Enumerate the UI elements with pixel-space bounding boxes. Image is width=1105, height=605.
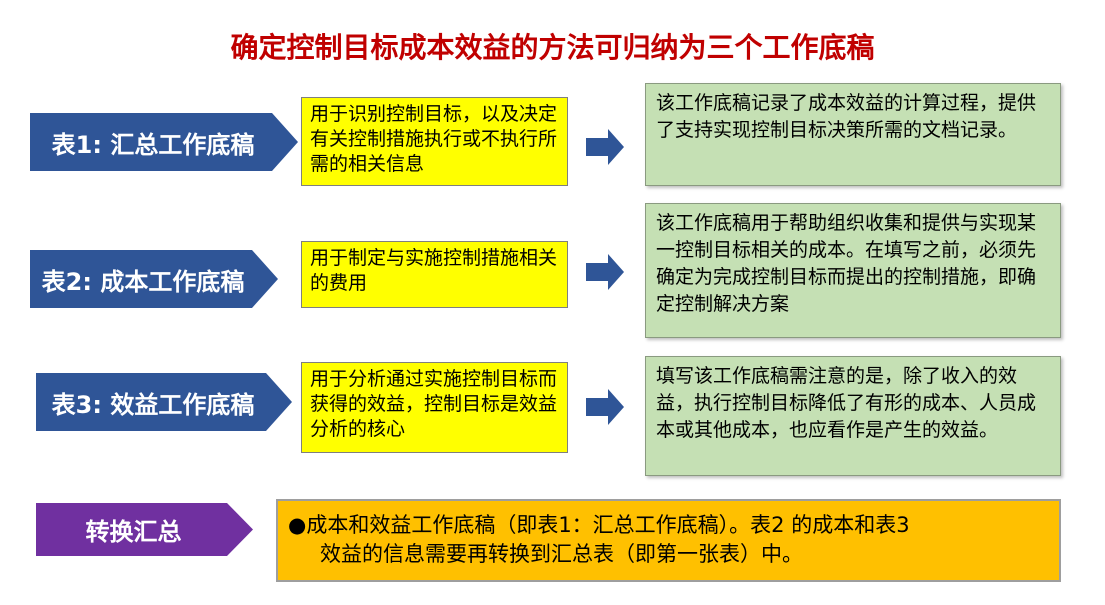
row-3-description-box: 填写该工作底稿需注意的是，除了收入的效益，执行控制目标降低了有形的成本、人员成本… (645, 356, 1061, 476)
row-2-label-text: 表2: 成本工作底稿 (41, 267, 245, 296)
row-1-purpose-text: 用于识别控制目标，以及决定有关控制措施执行或不执行所需的相关信息 (310, 103, 558, 175)
row-2-purpose-box: 用于制定与实施控制措施相关的费用 (301, 241, 568, 308)
page-title: 确定控制目标成本效益的方法可归纳为三个工作底稿 (230, 31, 875, 64)
row-1-arrow-icon (586, 129, 624, 165)
row-2-description-text: 该工作底稿用于帮助组织收集和提供与实现某一控制目标相关的成本。在填写之前，必须先… (656, 212, 1037, 315)
conversion-text-line-2: 效益的信息需要再转换到汇总表（即第一张表）中。 (320, 542, 803, 566)
row-1-label: 表1: 汇总工作底稿 (30, 113, 298, 171)
row-3-arrow-icon (586, 389, 624, 425)
row-3-description-text: 填写该工作底稿需注意的是，除了收入的效益，执行控制目标降低了有形的成本、人员成本… (656, 365, 1037, 441)
row-3-purpose-box: 用于分析通过实施控制目标而获得的效益，控制目标是效益分析的核心 (301, 362, 568, 453)
row-2-purpose-text: 用于制定与实施控制措施相关的费用 (310, 247, 558, 294)
row-1-purpose-box: 用于识别控制目标，以及决定有关控制措施执行或不执行所需的相关信息 (301, 97, 568, 186)
row-1-description-box: 该工作底稿记录了成本效益的计算过程，提供了支持实现控制目标决策所需的文档记录。 (645, 83, 1061, 186)
conversion-text-line-1: ●成本和效益工作底稿（即表1：汇总工作底稿）。表2 的成本和表3 (288, 513, 910, 537)
row-2-arrow-icon (586, 254, 624, 290)
row-1-description-text: 该工作底稿记录了成本效益的计算过程，提供了支持实现控制目标决策所需的文档记录。 (656, 92, 1037, 141)
row-1-label-text: 表1: 汇总工作底稿 (51, 130, 255, 159)
row-3-purpose-text: 用于分析通过实施控制目标而获得的效益，控制目标是效益分析的核心 (310, 368, 558, 440)
conversion-label: 转换汇总 (36, 503, 253, 556)
row-2-description-box: 该工作底稿用于帮助组织收集和提供与实现某一控制目标相关的成本。在填写之前，必须先… (645, 203, 1061, 338)
conversion-box: ●成本和效益工作底稿（即表1：汇总工作底稿）。表2 的成本和表3 效益的信息需要… (276, 499, 1061, 582)
row-2-label: 表2: 成本工作底稿 (30, 250, 278, 308)
row-3-label: 表3: 效益工作底稿 (36, 373, 292, 431)
row-3-label-text: 表3: 效益工作底稿 (51, 390, 255, 419)
conversion-label-text: 转换汇总 (85, 518, 182, 546)
